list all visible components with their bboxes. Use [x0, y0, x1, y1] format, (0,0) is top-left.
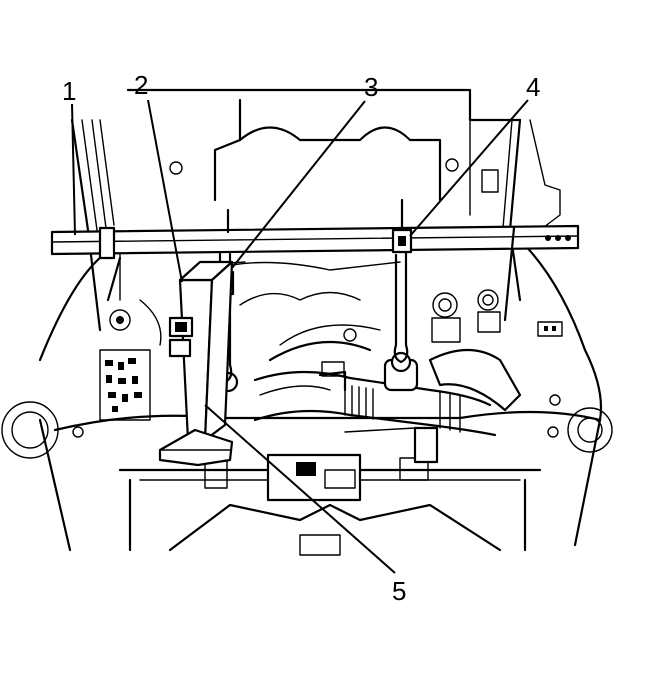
callout-labels: 1 2 3 4 5	[62, 70, 540, 606]
callout-5: 5	[392, 576, 406, 606]
callout-3: 3	[364, 72, 378, 102]
support-leg-stand	[106, 226, 516, 467]
callout-1: 1	[62, 76, 76, 106]
support-fixture-crossbar	[50, 224, 580, 260]
callout-leaders	[71, 99, 529, 574]
callout-4: 4	[526, 72, 540, 102]
callout-2: 2	[134, 70, 148, 100]
right-lift-hook	[391, 198, 413, 364]
engine-bay	[72, 249, 563, 464]
vehicle-body	[1, 238, 613, 556]
